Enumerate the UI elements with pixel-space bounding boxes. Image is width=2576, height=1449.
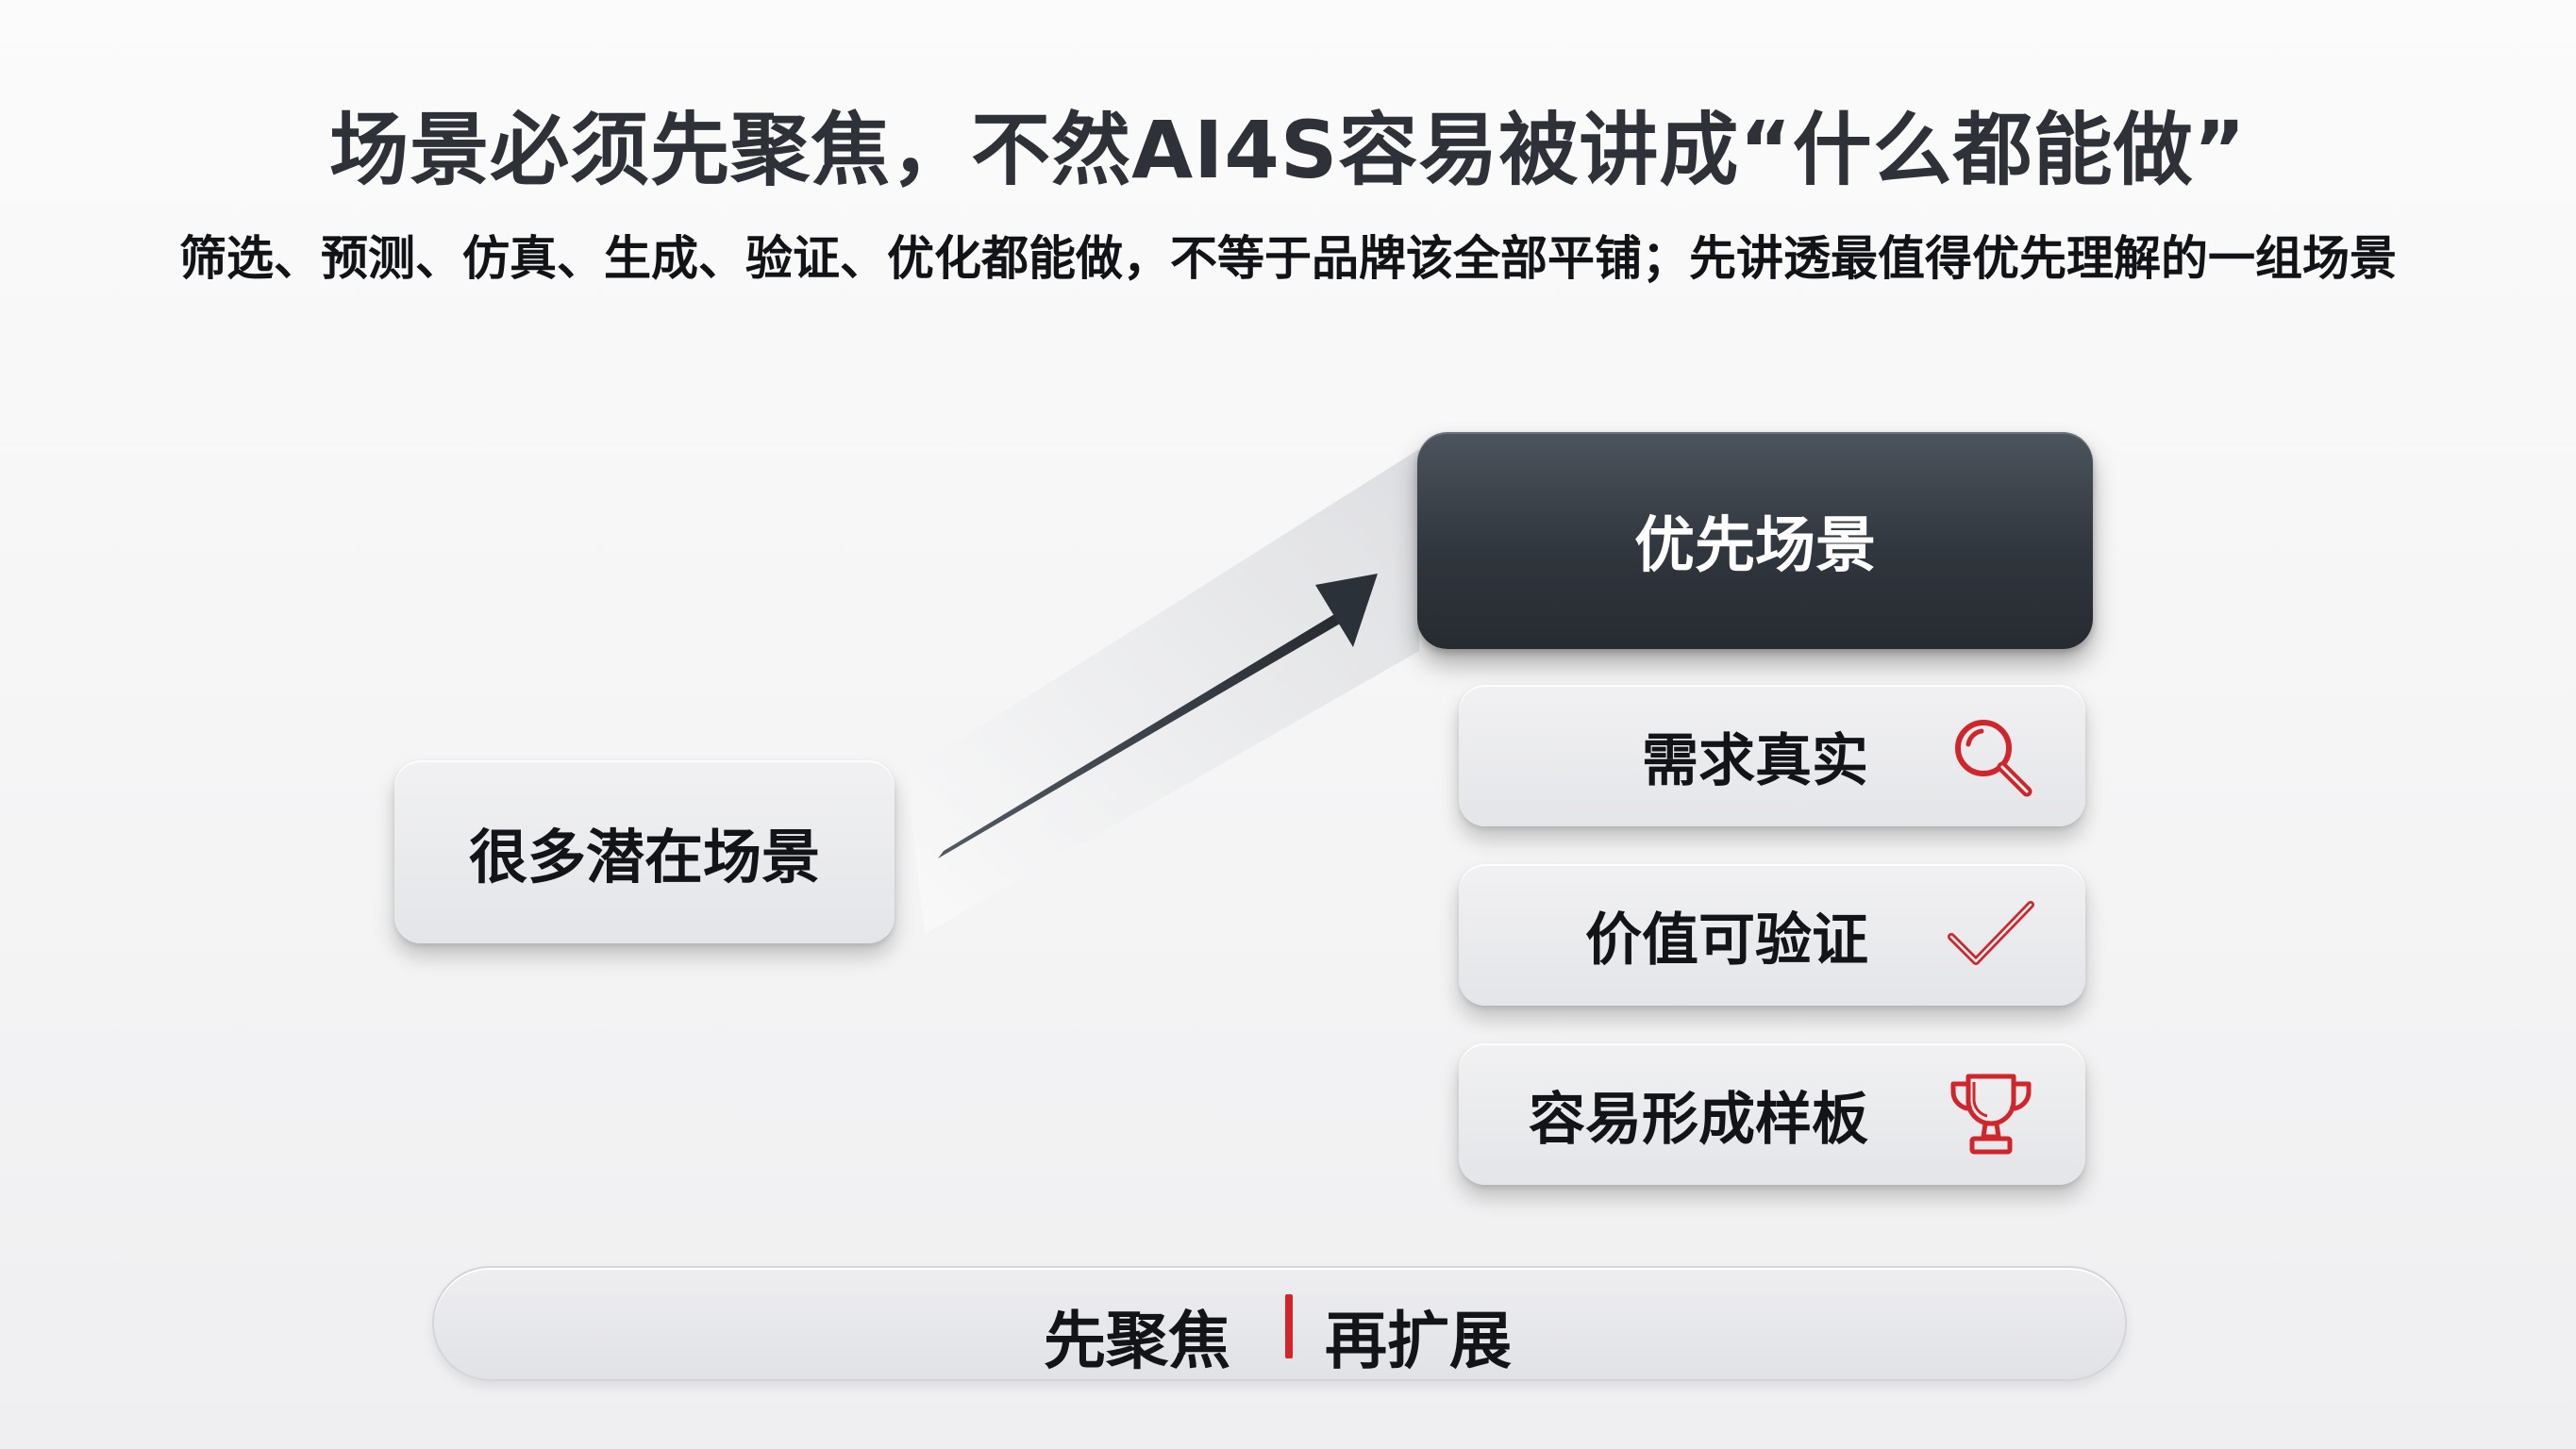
checkmark-icon (1948, 901, 2034, 965)
focus-then-expand-bar: 先聚焦 再扩展 (432, 1266, 2127, 1381)
criterion-easy-template: 容易形成样板 (1459, 1043, 2085, 1185)
magnifier-icon (1955, 720, 2032, 797)
expand-later-label: 再扩展 (1325, 1305, 1512, 1377)
criterion-label: 容易形成样板 (1529, 1086, 1868, 1153)
criterion-label: 价值可验证 (1585, 907, 1868, 974)
priority-scenarios-box: 优先场景 (1417, 432, 2093, 649)
focus-first-label: 先聚焦 (1044, 1305, 1230, 1377)
potential-scenarios-box: 很多潜在场景 (394, 760, 895, 943)
priority-scenarios-label: 优先场景 (1634, 511, 1876, 581)
criterion-real-demand: 需求真实 (1459, 685, 2085, 826)
arrow-head (1315, 574, 1378, 647)
criterion-label: 需求真实 (1642, 727, 1868, 794)
potential-scenarios-label: 很多潜在场景 (468, 823, 820, 891)
page-title: 场景必须先聚焦，不然AI4S容易被讲成“什么都能做” (329, 104, 2247, 196)
trophy-icon (1950, 1074, 2032, 1155)
page-subtitle: 筛选、预测、仿真、生成、验证、优化都能做，不等于品牌该全部平铺；先讲透最值得优先… (179, 231, 2397, 286)
arrow-shaft (938, 613, 1342, 858)
bar-divider (1285, 1294, 1293, 1358)
focus-beam (906, 449, 1419, 934)
criterion-verifiable-value: 价值可验证 (1459, 864, 2085, 1006)
